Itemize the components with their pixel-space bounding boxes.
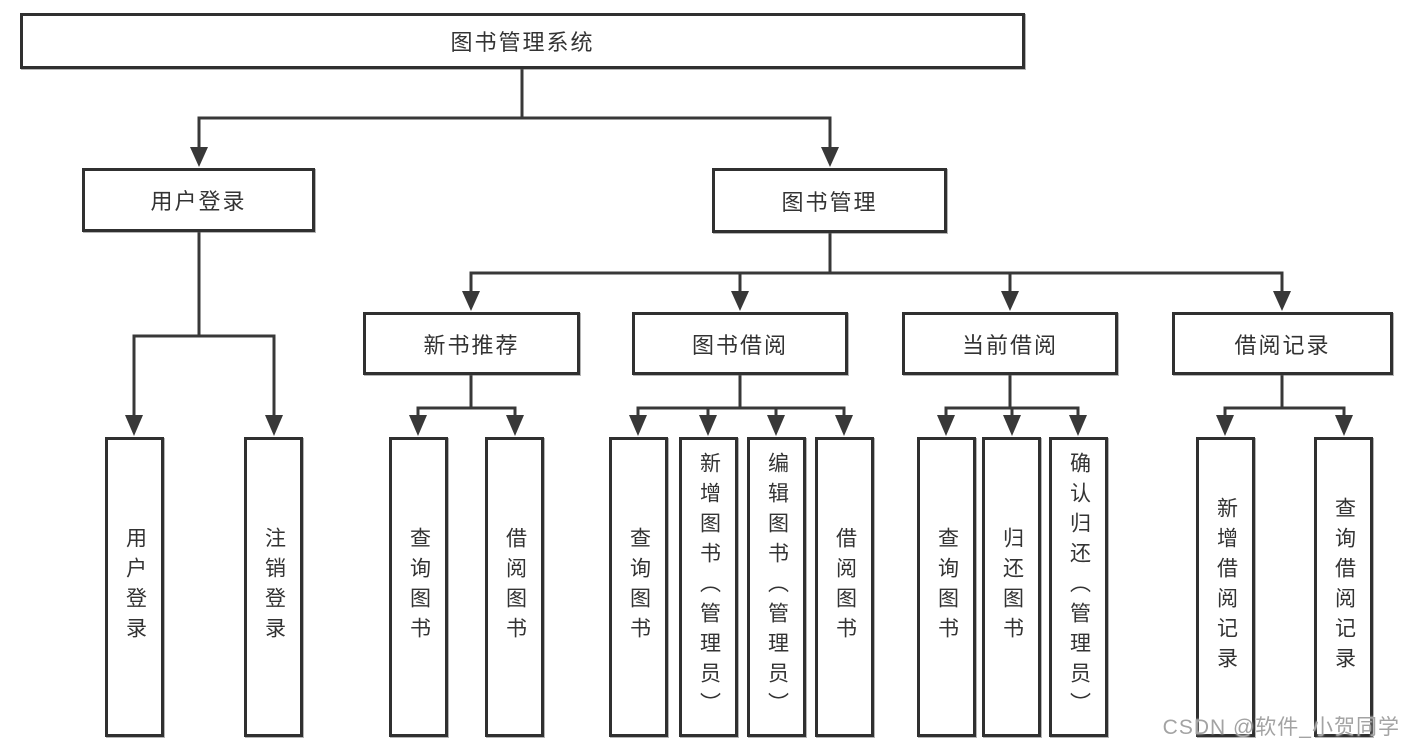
leaf-confirm-return-admin: 确认归还（管理员） [1049,437,1108,737]
csdn-watermark: CSDN @软件_小贺同学 [1162,716,1400,739]
leaf-query-book-2: 查询图书 [609,437,668,737]
leaf-edit-book-admin: 编辑图书（管理员） [747,437,806,737]
leaf-query-borrow-record: 查询借阅记录 [1314,437,1373,737]
leaf-add-borrow-record: 新增借阅记录 [1196,437,1255,737]
arrowhead-icons [125,147,1353,436]
leaf-add-book-admin: 新增图书（管理员） [679,437,738,737]
node-new-book-recommend: 新书推荐 [363,312,580,375]
node-current-borrow: 当前借阅 [902,312,1118,375]
leaf-borrow-book-1: 借阅图书 [485,437,544,737]
leaf-borrow-book-2: 借阅图书 [815,437,874,737]
leaf-query-book-3: 查询图书 [917,437,976,737]
node-book-management: 图书管理 [712,168,947,233]
node-root-system: 图书管理系统 [20,13,1025,69]
leaf-query-book-1: 查询图书 [389,437,448,737]
leaf-return-book: 归还图书 [982,437,1041,737]
node-borrow-record: 借阅记录 [1172,312,1393,375]
node-user-login: 用户登录 [82,168,315,232]
leaf-logout: 注销登录 [244,437,303,737]
leaf-user-login: 用户登录 [105,437,164,737]
node-book-borrow: 图书借阅 [632,312,848,375]
